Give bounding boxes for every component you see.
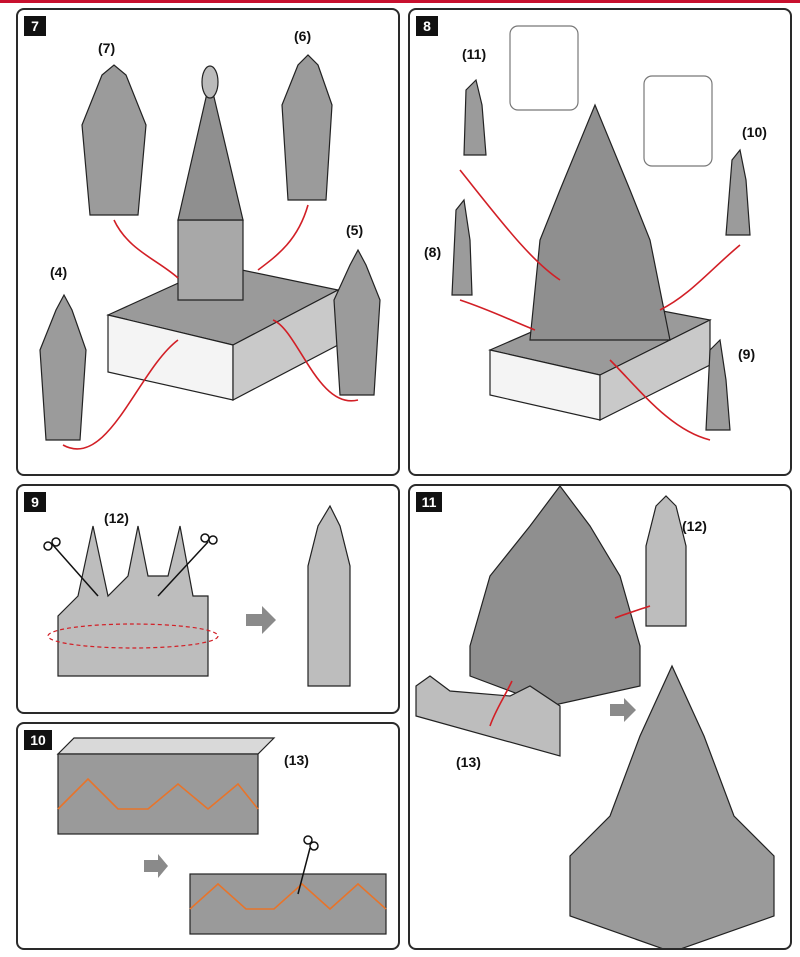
placement-arrow bbox=[459, 299, 536, 331]
top-rule bbox=[0, 0, 800, 3]
part-label-8: (8) bbox=[424, 244, 442, 260]
placement-arrow bbox=[609, 359, 711, 441]
tower-5 bbox=[333, 248, 381, 396]
assembled-piece-12 bbox=[307, 504, 351, 687]
cut-piece-12 bbox=[57, 525, 209, 677]
tower-6 bbox=[281, 54, 333, 201]
cathedral-partial bbox=[469, 486, 641, 707]
step-11-illustration bbox=[415, 486, 775, 948]
part-label-4: (4) bbox=[50, 264, 68, 280]
center-finial bbox=[201, 65, 219, 99]
part-label-10: (10) bbox=[742, 124, 767, 140]
tower-11 bbox=[463, 78, 487, 156]
part-label-7: (7) bbox=[98, 40, 116, 56]
part-label-12: (12) bbox=[682, 518, 707, 534]
placement-arrow bbox=[489, 680, 513, 727]
step-number: 10 bbox=[24, 730, 52, 750]
step-number: 7 bbox=[24, 16, 46, 36]
zoom-callout-icon bbox=[643, 75, 713, 167]
placement-arrow bbox=[614, 605, 651, 619]
placement-arrow bbox=[459, 169, 561, 281]
step-8-panel: 8 (11) (10) (8) (9) bbox=[408, 8, 792, 476]
zoom-callout-icon bbox=[509, 25, 579, 111]
step-9-illustration bbox=[43, 504, 351, 687]
part-label-13: (13) bbox=[456, 754, 481, 770]
tower-4 bbox=[39, 293, 87, 441]
part-label-13: (13) bbox=[284, 752, 309, 768]
strip-13-flat bbox=[189, 873, 387, 935]
tower-10 bbox=[725, 148, 751, 236]
placement-arrow bbox=[113, 219, 179, 279]
step-number: 9 bbox=[24, 492, 46, 512]
tower-8 bbox=[451, 198, 473, 296]
part-label-9: (9) bbox=[738, 346, 756, 362]
tower-12 bbox=[645, 495, 687, 627]
strip-13-front bbox=[57, 753, 259, 835]
step-9-panel: 9 (12) bbox=[16, 484, 400, 714]
step-11-panel: 11 (12) (13) bbox=[408, 484, 792, 950]
cut-line bbox=[189, 882, 387, 911]
part-label-6: (6) bbox=[294, 28, 312, 44]
next-step-arrow-icon bbox=[610, 698, 636, 722]
step-8-illustration bbox=[451, 25, 751, 441]
step-10-illustration bbox=[56, 737, 387, 935]
cathedral-cluster bbox=[529, 103, 671, 341]
scissors-icon bbox=[157, 533, 218, 597]
part-label-11: (11) bbox=[462, 46, 487, 62]
step-10-panel: 10 (13) bbox=[16, 722, 400, 950]
placement-arrow bbox=[257, 204, 309, 271]
score-line bbox=[47, 623, 219, 649]
next-step-arrow-icon bbox=[144, 854, 168, 878]
placement-arrow bbox=[62, 339, 179, 450]
part-label-12: (12) bbox=[104, 510, 129, 526]
strip-13 bbox=[415, 675, 561, 757]
step-number: 11 bbox=[416, 492, 442, 512]
placement-arrow bbox=[272, 319, 359, 402]
center-tower-body bbox=[177, 219, 244, 301]
scissors-icon bbox=[297, 835, 319, 895]
step-7-panel: 7 (7) (6) (4) (5) bbox=[16, 8, 400, 476]
center-tower-roof bbox=[177, 79, 244, 221]
step-7-illustration bbox=[39, 54, 381, 450]
strip-13-top bbox=[56, 737, 276, 755]
next-step-arrow-icon bbox=[246, 606, 276, 634]
tower-7 bbox=[81, 64, 147, 216]
cathedral-complete bbox=[569, 664, 775, 948]
part-label-5: (5) bbox=[346, 222, 364, 238]
scissors-icon bbox=[43, 537, 99, 597]
step-number: 8 bbox=[416, 16, 438, 36]
tower-9 bbox=[705, 338, 731, 431]
placement-arrow bbox=[659, 244, 741, 311]
cut-line bbox=[57, 777, 259, 811]
